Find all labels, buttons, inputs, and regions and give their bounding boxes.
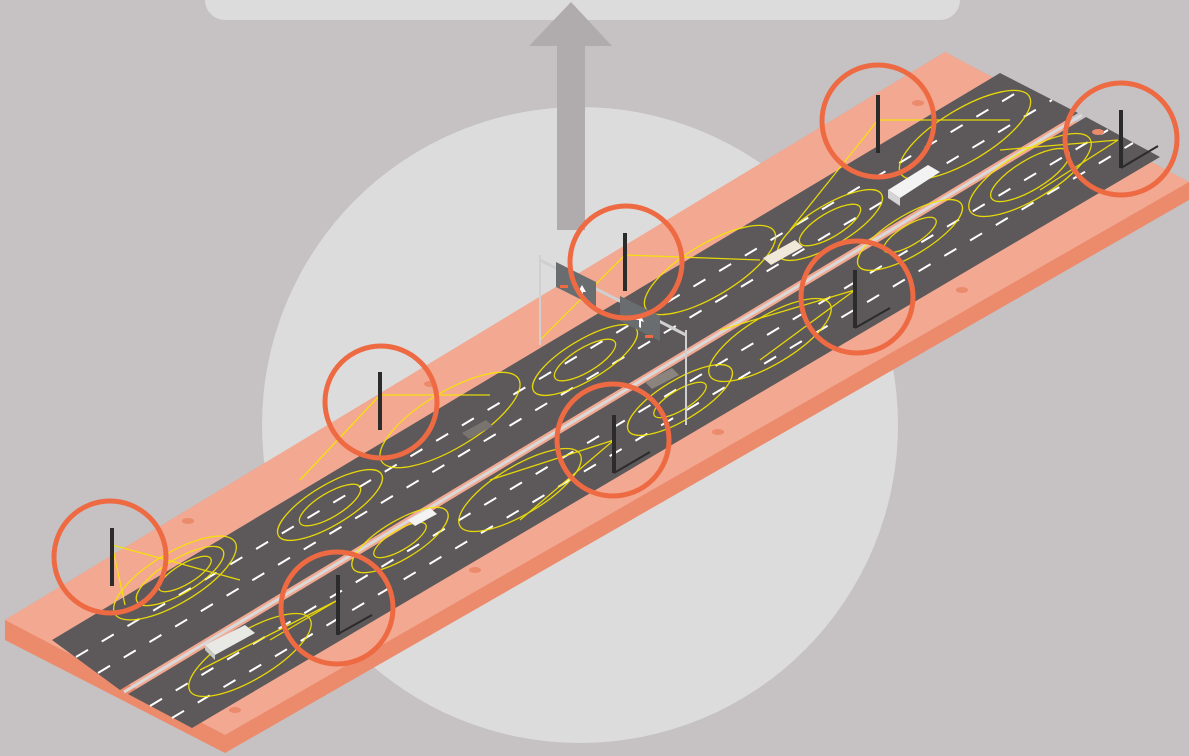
motorway-sensor-diagram [0,0,1189,756]
diagram-canvas [0,0,1189,756]
